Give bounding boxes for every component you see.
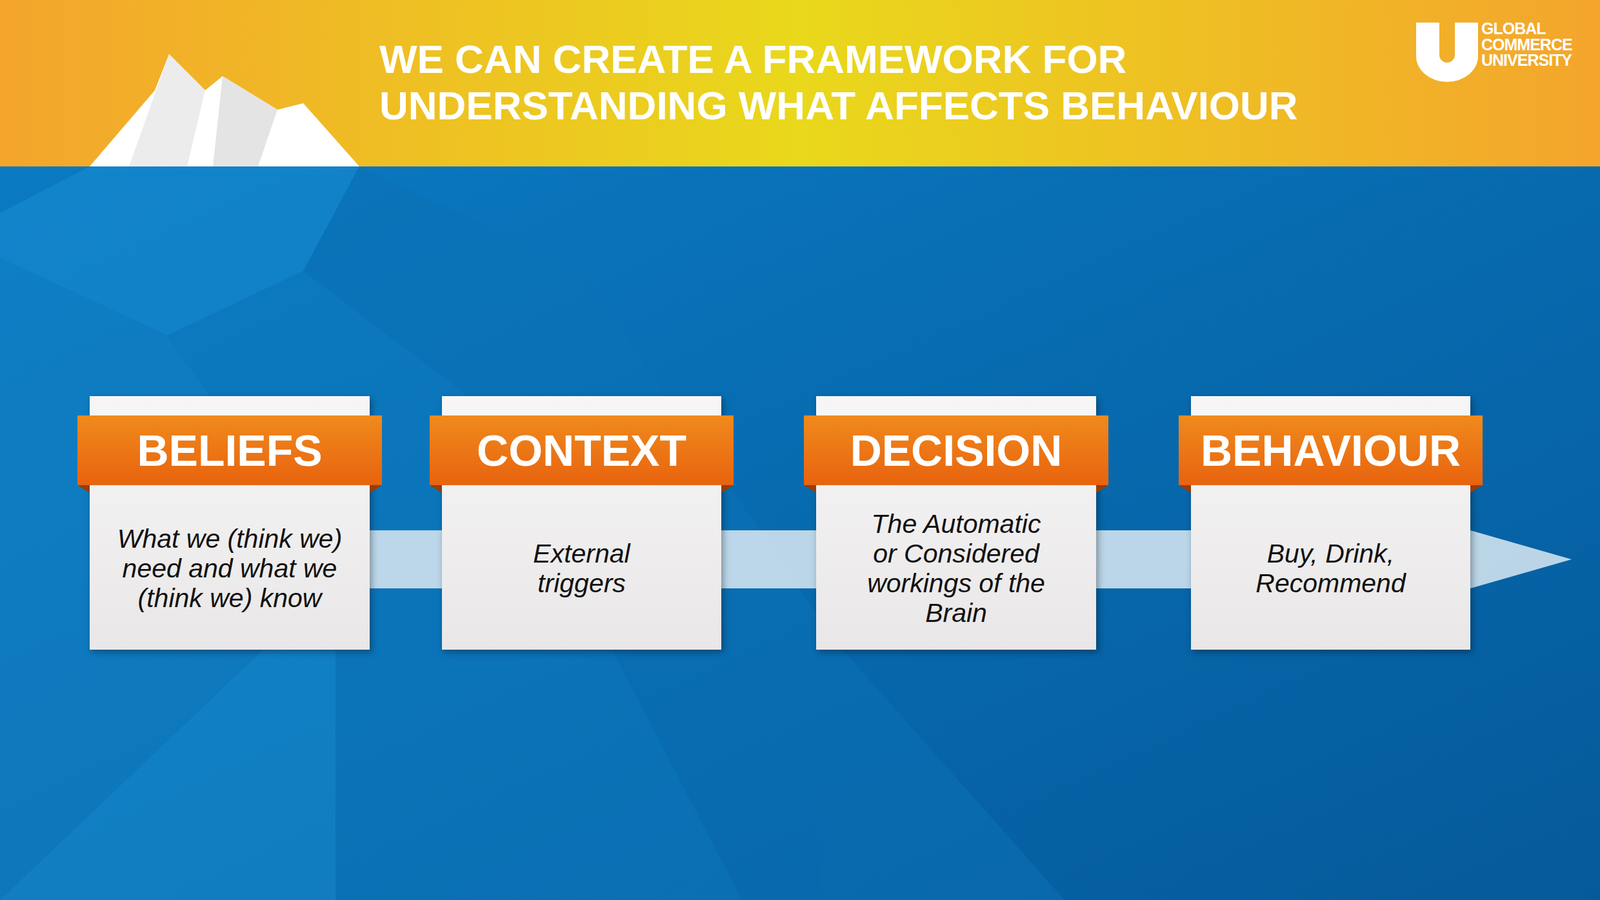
- body-area: What we (think we) need and what we (thi…: [89, 492, 370, 644]
- node-body-text: The Automatic or Considered workings of …: [859, 509, 1053, 628]
- node-body-text: External triggers: [517, 538, 647, 599]
- logo-text: GLOBAL COMMERCE UNIVERSITY: [1481, 20, 1595, 69]
- iceberg-peak: [89, 54, 360, 167]
- banner-fold: [1470, 485, 1483, 493]
- process-box: BEHAVIOUR Buy, Drink, Recommend: [1190, 396, 1471, 650]
- process-box: CONTEXT External triggers: [441, 396, 722, 650]
- banner-fold: [369, 485, 382, 493]
- heading-banner: DECISION: [803, 415, 1109, 486]
- node-heading: BEHAVIOUR: [1200, 425, 1461, 476]
- heading-banner: BEHAVIOUR: [1178, 415, 1483, 486]
- banner-fold: [803, 485, 817, 493]
- heading-banner: BELIEFS: [77, 415, 382, 486]
- flow-band: [369, 530, 442, 589]
- flow-band: [1096, 530, 1191, 589]
- heading-banner: CONTEXT: [429, 415, 734, 486]
- arrow-tip: [1470, 530, 1572, 589]
- body-area: External triggers: [441, 492, 722, 644]
- body-area: The Automatic or Considered workings of …: [816, 492, 1097, 644]
- banner-fold: [721, 485, 734, 493]
- body-area: Buy, Drink, Recommend: [1190, 492, 1471, 644]
- node-heading: BELIEFS: [136, 425, 322, 476]
- flow-band: [721, 530, 817, 589]
- slide-title: WE CAN CREATE A FRAMEWORK FOR UNDERSTAND…: [379, 36, 1406, 130]
- node-body-text: What we (think we) need and what we (thi…: [100, 523, 359, 613]
- sea-ground: [0, 166, 1600, 900]
- header-band: [0, 0, 1600, 167]
- banner-fold: [429, 485, 442, 493]
- iceberg-facets: [0, 166, 1065, 900]
- node-heading: DECISION: [850, 425, 1063, 476]
- banner-fold: [77, 485, 90, 493]
- banner-fold: [1178, 485, 1191, 493]
- node-heading: CONTEXT: [476, 425, 687, 476]
- banner-fold: [1096, 485, 1109, 493]
- logo-u-icon: [1416, 22, 1479, 82]
- process-box: BELIEFS What we (think we) need and what …: [89, 396, 370, 650]
- node-body-text: Buy, Drink, Recommend: [1247, 538, 1415, 599]
- process-box: DECISION The Automatic or Considered work…: [816, 396, 1097, 650]
